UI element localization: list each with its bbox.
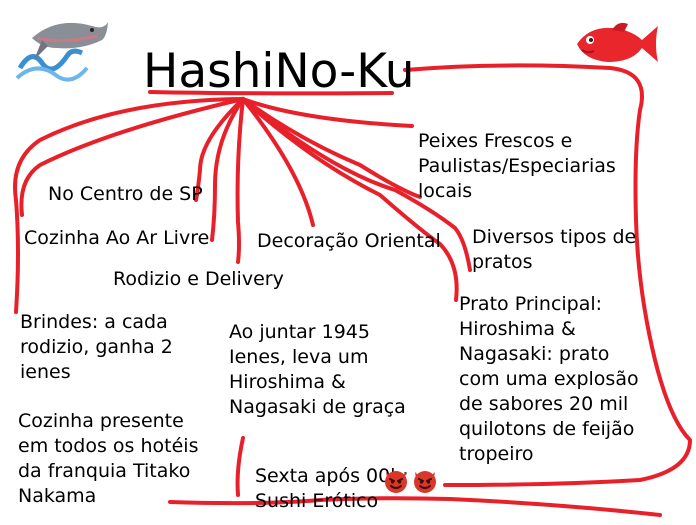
- node-prato-principal: Prato Principal: Hiroshima & Nagasaki: p…: [459, 293, 639, 465]
- node-brindes: Brindes: a cada rodizio, ganha 2 ienes: [20, 311, 173, 383]
- red-fish-icon: [577, 22, 658, 62]
- mind-map-title: HashiNo-Ku: [143, 44, 415, 99]
- node-sexta-text: Sexta após 00h: Sushi Erótico: [255, 465, 409, 512]
- node-rodizio: Rodizio e Delivery: [113, 268, 284, 290]
- node-cozinha-ar-livre: Cozinha Ao Ar Livre: [24, 227, 210, 249]
- node-sexta: Sexta após 00h: Sushi Erótico: [255, 439, 409, 514]
- fish-splash-icon: [15, 22, 108, 82]
- node-ienes: Ao juntar 1945 Ienes, leva um Hiroshima …: [229, 321, 406, 418]
- node-cozinha-presente: Cozinha presente em todos os hotéis da f…: [18, 410, 199, 507]
- node-diversos: Diversos tipos de pratos: [472, 226, 637, 273]
- devil-face-icon: [385, 471, 407, 493]
- node-centro: No Centro de SP: [48, 183, 203, 205]
- node-peixes: Peixes Frescos e Paulistas/Especiarias l…: [418, 130, 616, 202]
- node-decoracao: Decoração Oriental: [257, 230, 441, 252]
- devil-face-icon: [414, 471, 436, 493]
